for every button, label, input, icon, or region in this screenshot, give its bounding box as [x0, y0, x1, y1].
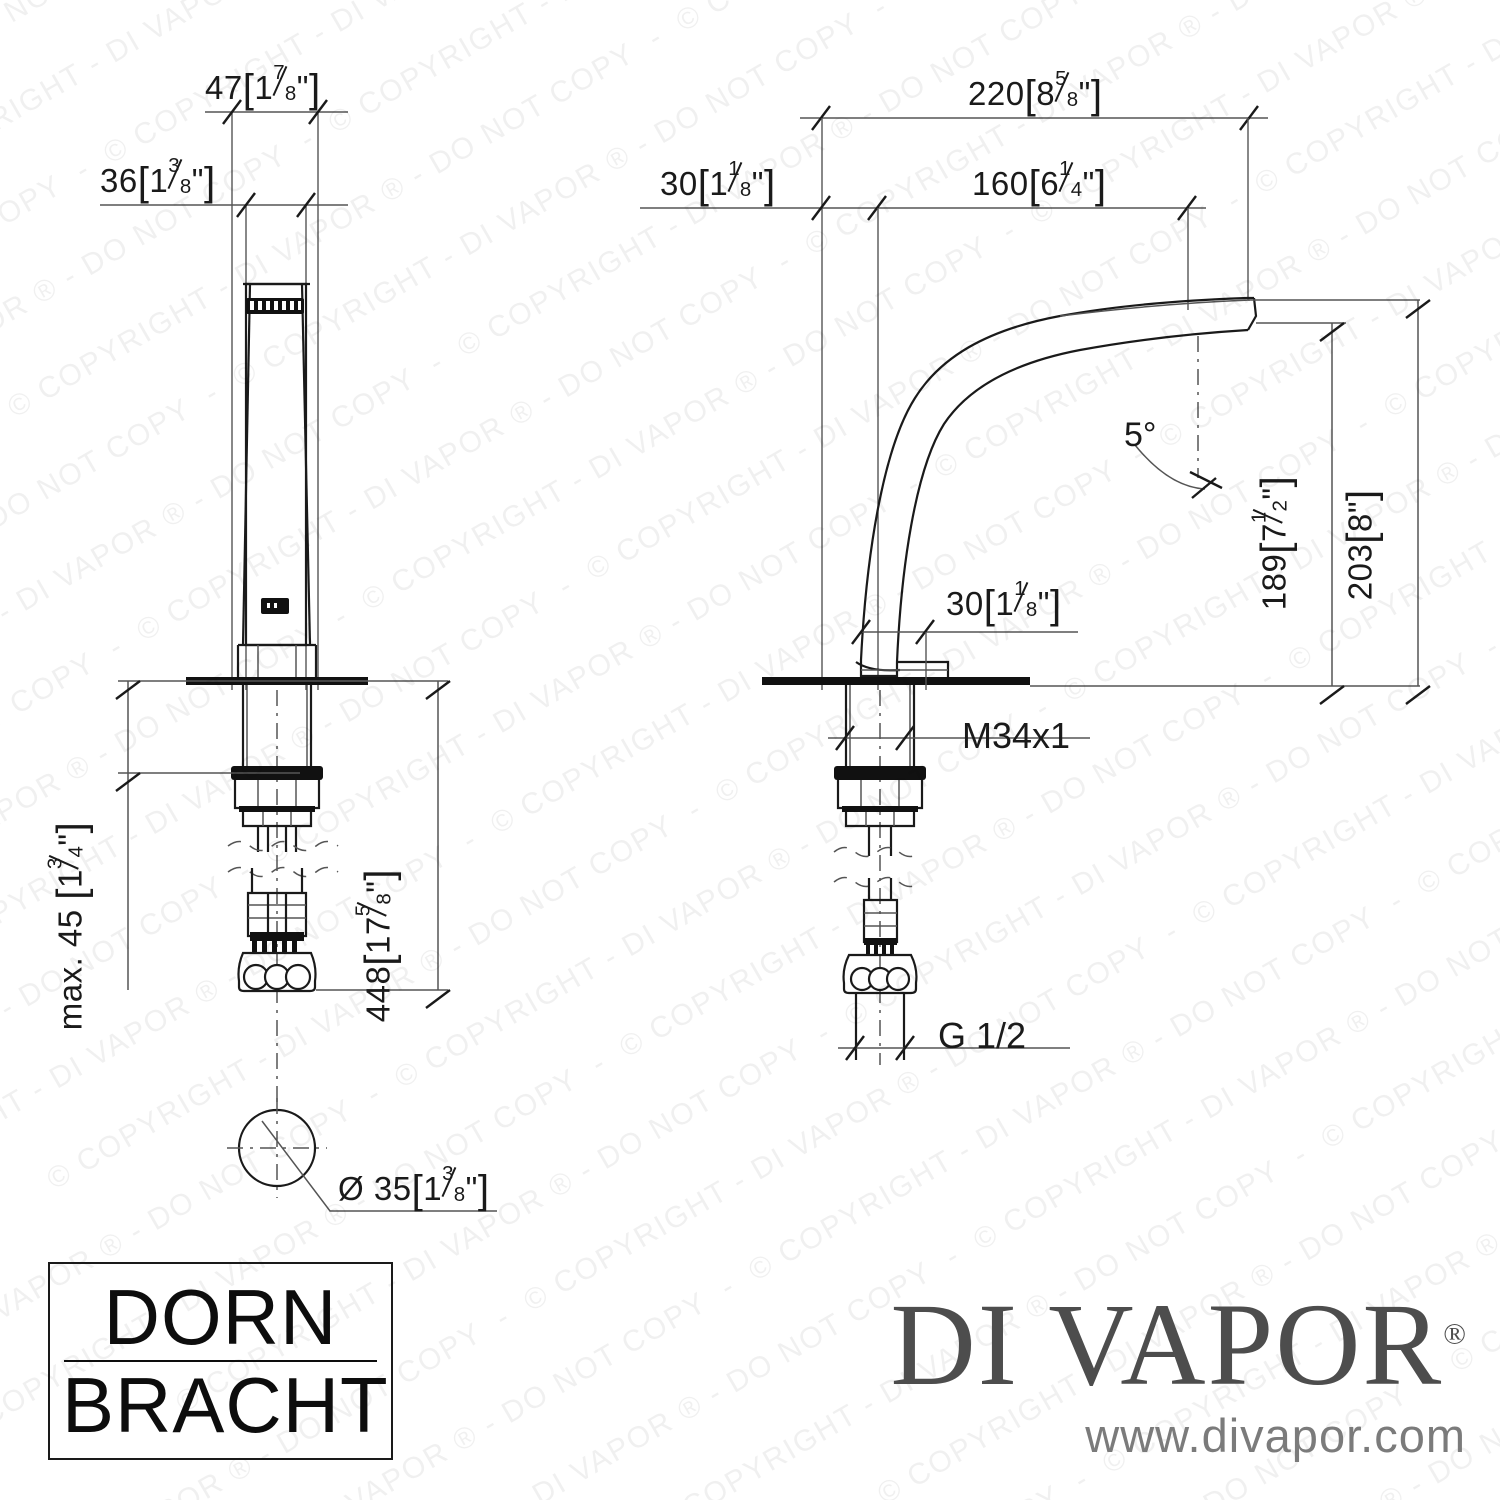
divapor-url: www.divapor.com — [1085, 1409, 1466, 1462]
divapor-logo: DI VAPOR® www.divapor.com — [806, 1286, 1466, 1463]
thread-shank-label: M34x1 — [962, 715, 1071, 756]
front-view — [100, 99, 497, 1212]
registered-trademark-icon: ® — [1443, 1317, 1466, 1351]
divapor-wordmark: DI VAPOR® — [891, 1286, 1466, 1404]
dornbracht-line2: BRACHT — [62, 1361, 389, 1449]
dornbracht-divider — [64, 1360, 377, 1362]
thread-supply-label: G 1/2 — [938, 1015, 1027, 1056]
dim-side-overall-height: 203[8"] — [1338, 489, 1384, 601]
dornbracht-line1: DORN — [103, 1272, 338, 1361]
side-view — [640, 105, 1431, 1065]
divapor-name: DI VAPOR — [890, 1279, 1444, 1410]
angle-annotation: 5° — [1124, 416, 1157, 454]
dornbracht-logo: DORN BRACHT — [48, 1262, 393, 1460]
